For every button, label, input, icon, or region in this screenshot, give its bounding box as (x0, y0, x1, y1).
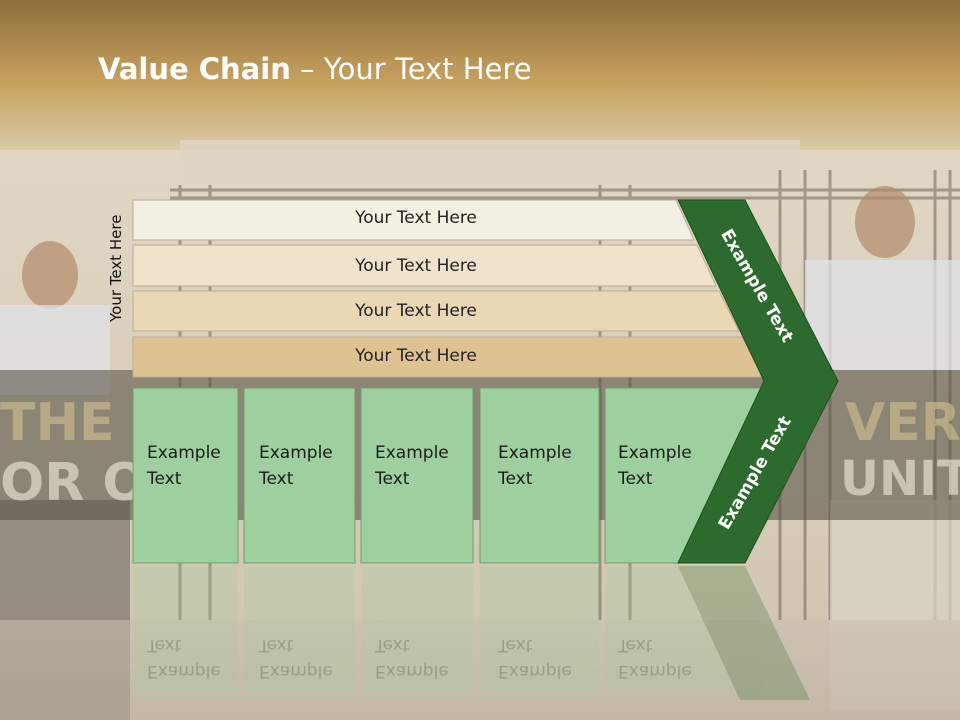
column-reflection-5: Example Text (618, 635, 692, 681)
column-reflection-4: Example Text (498, 635, 572, 681)
column-label-3: Example Text (375, 443, 449, 489)
row-bar-2 (132, 244, 717, 287)
row-bar-1 (132, 199, 695, 241)
column-box-3 (360, 387, 474, 564)
row-label-2: Your Text Here (355, 256, 477, 276)
column-reflection-3: Example Text (375, 635, 449, 681)
column-label-5: Example Text (618, 443, 692, 489)
column-box-2 (243, 387, 356, 564)
title-bold: Value Chain (98, 52, 291, 86)
svg-text:VER': VER' (845, 393, 960, 453)
title-rest: – Your Text Here (290, 52, 532, 86)
column-box-1 (132, 387, 239, 564)
column-label-4: Example Text (498, 443, 572, 489)
row-label-1: Your Text Here (355, 208, 477, 228)
chevron-arrow (677, 199, 839, 564)
row-label-3: Your Text Here (355, 301, 477, 321)
svg-text:UNITIE: UNITIE (840, 451, 960, 507)
column-reflection-1: Example Text (147, 635, 221, 681)
page-title: Value Chain – Your Text Here (98, 52, 532, 86)
column-label-2: Example Text (259, 443, 333, 489)
column-box-4 (479, 387, 600, 564)
row-bar-3 (132, 290, 740, 332)
column-reflection-2: Example Text (259, 635, 333, 681)
column-label-1: Example Text (147, 443, 221, 489)
row-label-4: Your Text Here (355, 346, 477, 366)
svg-text:OR O: OR O (0, 453, 147, 513)
